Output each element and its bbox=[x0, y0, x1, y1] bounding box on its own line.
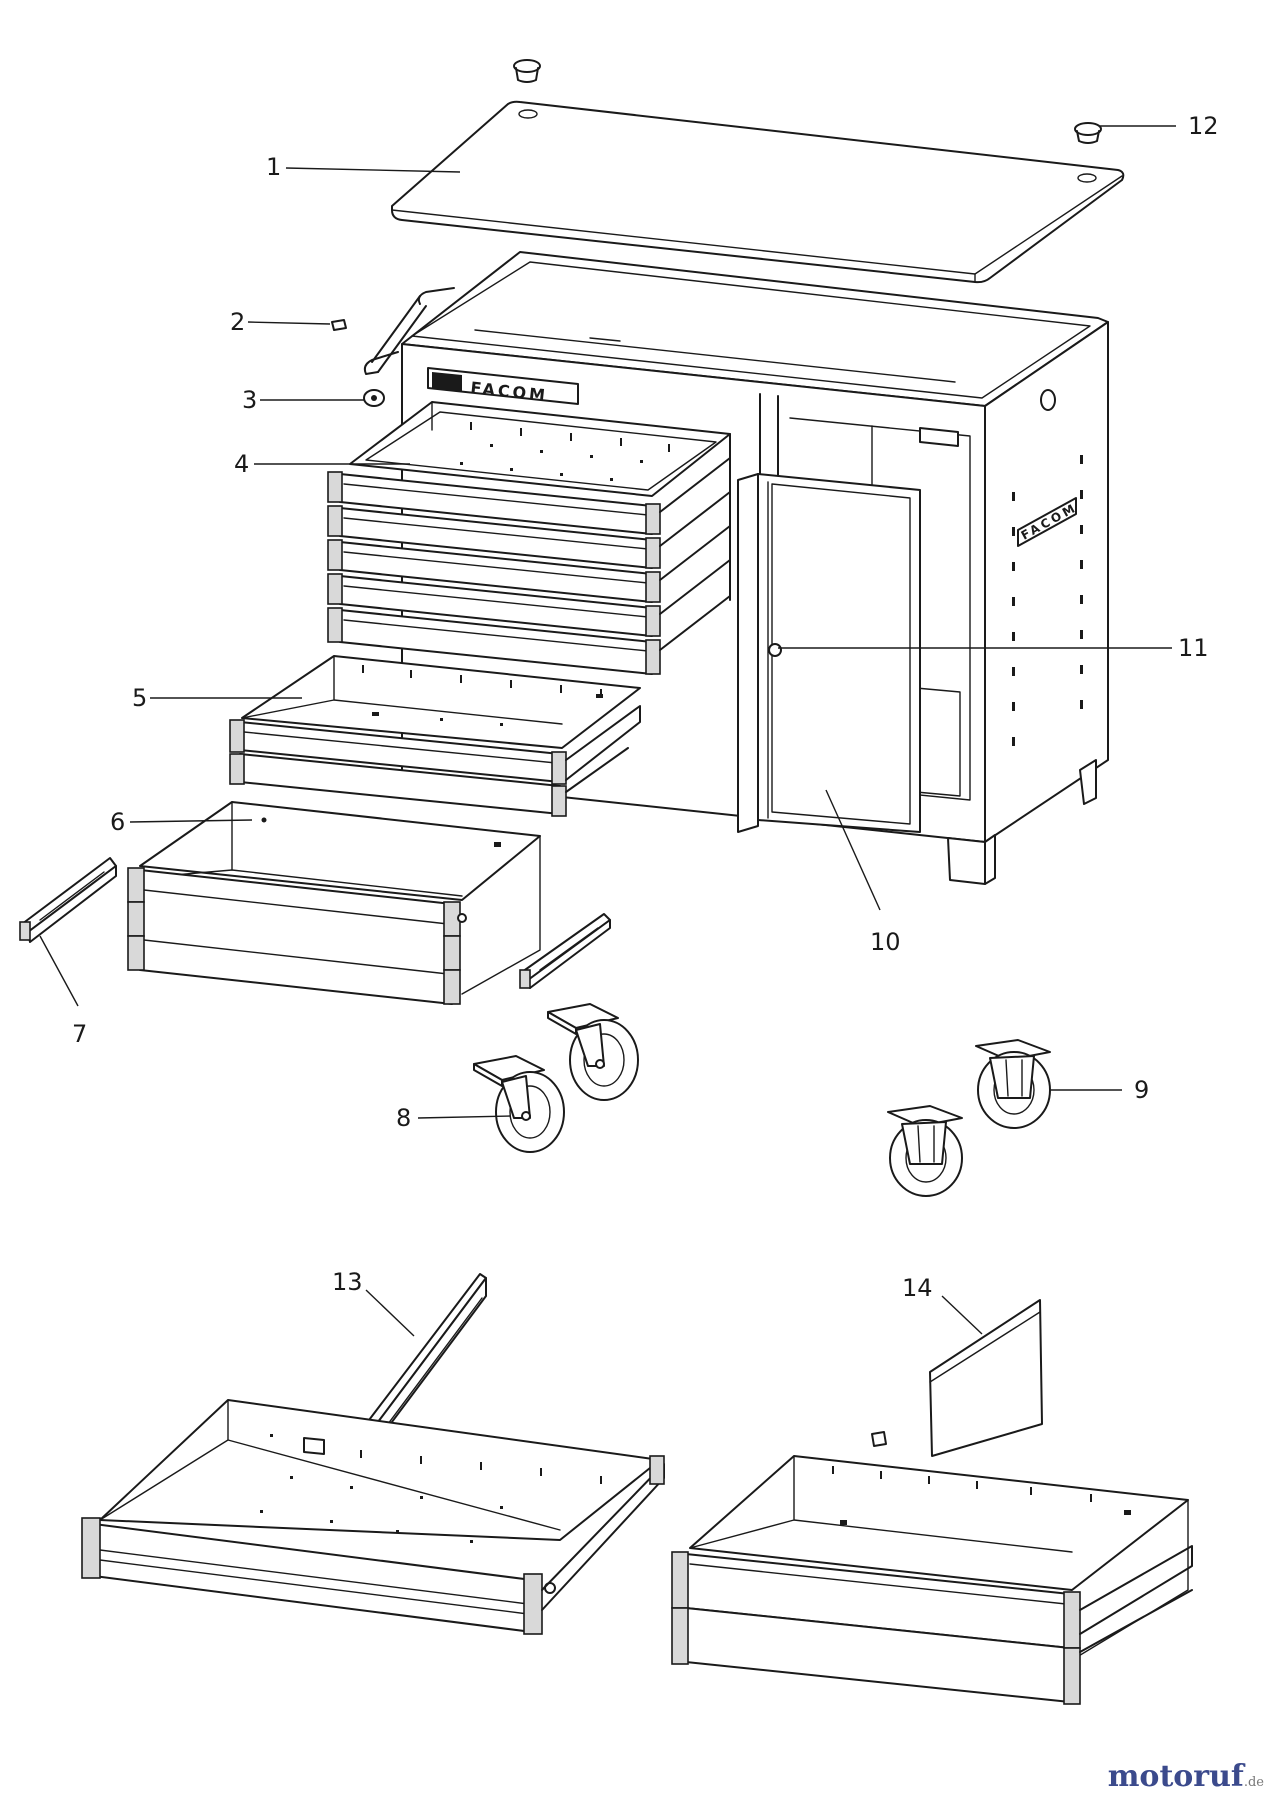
part-2-clip bbox=[331, 319, 347, 331]
watermark-logo: motoruf.de bbox=[1108, 1759, 1264, 1794]
callout-13: 13 bbox=[332, 1268, 363, 1296]
part-9-caster-rear bbox=[975, 1039, 1051, 1129]
callout-11: 11 bbox=[1178, 634, 1209, 662]
callout-3: 3 bbox=[242, 386, 257, 414]
part-4-drawer-stack bbox=[327, 401, 731, 675]
callout-7: 7 bbox=[72, 1020, 87, 1048]
part-13-drawer bbox=[81, 1399, 665, 1635]
part-5-drawer bbox=[229, 655, 641, 817]
callout-12: 12 bbox=[1188, 112, 1219, 140]
watermark-tld: .de bbox=[1243, 1775, 1264, 1790]
part-14-drawer bbox=[671, 1431, 1193, 1705]
callout-14: 14 bbox=[902, 1274, 933, 1302]
callout-1: 1 bbox=[266, 153, 281, 181]
callout-9: 9 bbox=[1134, 1076, 1149, 1104]
part-7-slide-right bbox=[519, 913, 611, 989]
part-7-slide-left bbox=[19, 857, 117, 943]
callout-5: 5 bbox=[132, 684, 147, 712]
part-8-caster-front bbox=[473, 1055, 565, 1153]
callout-8: 8 bbox=[396, 1104, 411, 1132]
part-8-caster-rear bbox=[547, 1003, 639, 1101]
callout-labels: 1 2 3 4 5 6 7 8 9 10 11 12 13 14 bbox=[72, 112, 1219, 1302]
callout-2: 2 bbox=[230, 308, 245, 336]
part-10-door bbox=[737, 473, 921, 833]
leader-lines bbox=[39, 125, 1176, 1337]
part-3-lock bbox=[363, 389, 385, 407]
part-14-divider bbox=[929, 1299, 1043, 1457]
callout-10: 10 bbox=[870, 928, 901, 956]
watermark-name: motoruf bbox=[1107, 1759, 1244, 1794]
callout-6: 6 bbox=[110, 808, 125, 836]
callout-4: 4 bbox=[234, 450, 249, 478]
part-1-worktop bbox=[391, 100, 1125, 284]
part-12-cap-right bbox=[1074, 122, 1102, 144]
part-13-divider bbox=[365, 1273, 487, 1447]
part-9-caster-front bbox=[887, 1105, 963, 1197]
part-6-drawer bbox=[127, 801, 541, 1005]
part-12-cap-left bbox=[513, 59, 541, 83]
